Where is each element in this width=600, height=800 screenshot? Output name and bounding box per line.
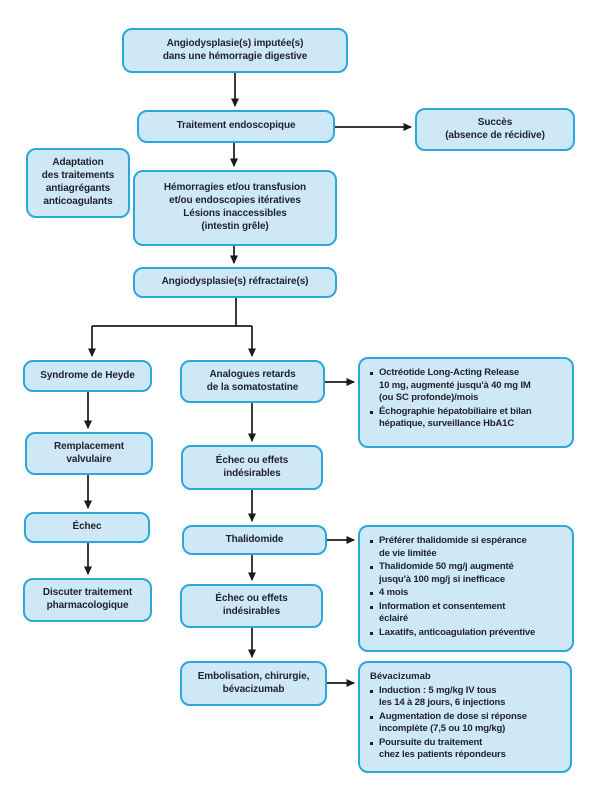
info-thalidomide: Préférer thalidomide si espérance de vie… [358,525,574,652]
bullet-item: Augmentation de dose si réponse incomplè… [370,711,564,736]
node-label: Adaptation des traitements antiagrégants… [41,157,115,207]
node-label: Échec ou effets indésirables [215,593,288,617]
bullet-icon [370,715,373,719]
bullet-item: Information et consentement éclairé [370,601,566,626]
node-angiodysplasie-refractaire: Angiodysplasie(s) réfractaire(s) [133,267,337,298]
node-label: Syndrome de Heyde [40,369,135,381]
node-label: Discuter traitement pharmacologique [42,587,133,611]
info-header: Bévacizumab [370,671,431,682]
node-discuter-traitement: Discuter traitement pharmacologique [23,578,152,622]
node-label: Succès (absence de récidive) [445,116,545,141]
node-echec-valvulaire: Échec [24,512,150,543]
node-angiodysplasie-imputee: Angiodysplasie(s) imputée(s) dans une hé… [122,28,348,73]
node-traitement-endoscopique: Traitement endoscopique [137,110,335,143]
node-label: Traitement endoscopique [176,120,296,132]
bullet-icon [370,741,373,745]
bullet-item: Thalidomide 50 mg/j augmenté jusqu'à 100… [370,561,566,586]
bullet-text: Laxatifs, anticoagulation préventive [379,626,536,638]
bullet-item: Laxatifs, anticoagulation préventive [370,627,566,640]
bullet-icon [370,372,373,375]
node-analogues-somatostatine: Analogues retards de la somatostatine [180,360,325,403]
bullet-text: Information et consentement éclairé [379,600,506,625]
node-succes: Succès (absence de récidive) [415,108,575,151]
info-bevacizumab: Bévacizumab Induction : 5 mg/kg IV tous … [358,661,572,773]
bullet-icon [370,631,373,635]
bullet-item: Induction : 5 mg/kg IV tous les 14 à 28 … [370,685,564,710]
bullet-text: Augmentation de dose si réponse incomplè… [379,710,527,735]
node-label: Analogues retards de la somatostatine [206,368,299,393]
bullet-icon [370,689,373,693]
node-embolisation-chirurgie: Embolisation, chirurgie, bévacizumab [180,661,327,706]
node-adaptation-traitements: Adaptation des traitements antiagrégants… [26,148,130,218]
bullet-text: Octréotide Long-Acting Release 10 mg, au… [379,367,531,404]
bullet-text: Thalidomide 50 mg/j augmenté jusqu'à 100… [379,561,514,585]
bullet-text: 4 mois [379,587,409,599]
node-label: Angiodysplasie(s) imputée(s) dans une hé… [162,37,308,62]
node-hemorragies-iteratives: Hémorragies et/ou transfusion et/ou endo… [133,170,337,246]
node-label: Hémorragies et/ou transfusion et/ou endo… [163,182,307,232]
bullet-list: Octréotide Long-Acting Release 10 mg, au… [370,367,566,431]
node-label: Échec ou effets indésirables [215,454,289,479]
bullet-text: Préférer thalidomide si espérance de vie… [379,535,527,559]
bullet-list: Préférer thalidomide si espérance de vie… [370,535,566,639]
info-octreotide: Octréotide Long-Acting Release 10 mg, au… [358,357,574,448]
bullet-item: Poursuite du traitement chez les patient… [370,737,564,762]
branch-line [92,298,237,327]
node-label: Échec [72,521,102,533]
bullet-icon [370,540,373,543]
node-echec-effets-2: Échec ou effets indésirables [180,584,323,628]
node-label: Thalidomide [225,533,284,545]
bullet-text: Échographie hépatobiliaire et bilan hépa… [379,405,532,430]
bullet-icon [370,592,373,596]
bullet-icon [370,410,373,414]
node-echec-effets-1: Échec ou effets indésirables [181,445,323,490]
bullet-text: Induction : 5 mg/kg IV tous les 14 à 28 … [379,684,506,709]
bullet-item: Préférer thalidomide si espérance de vie… [370,535,566,560]
node-thalidomide: Thalidomide [182,525,327,555]
bullet-item: 4 mois [370,587,566,600]
node-label: Angiodysplasie(s) réfractaire(s) [161,276,309,288]
node-syndrome-heyde: Syndrome de Heyde [23,360,152,392]
bullet-text: Poursuite du traitement chez les patient… [379,736,506,761]
bullet-icon [370,605,373,609]
bullet-list: Induction : 5 mg/kg IV tous les 14 à 28 … [370,685,564,762]
node-label: Remplacement valvulaire [54,440,124,465]
node-label: Embolisation, chirurgie, bévacizumab [197,670,310,695]
bullet-item: Octréotide Long-Acting Release 10 mg, au… [370,367,566,405]
node-remplacement-valvulaire: Remplacement valvulaire [25,432,153,475]
bullet-icon [370,566,373,570]
bullet-item: Échographie hépatobiliaire et bilan hépa… [370,406,566,431]
